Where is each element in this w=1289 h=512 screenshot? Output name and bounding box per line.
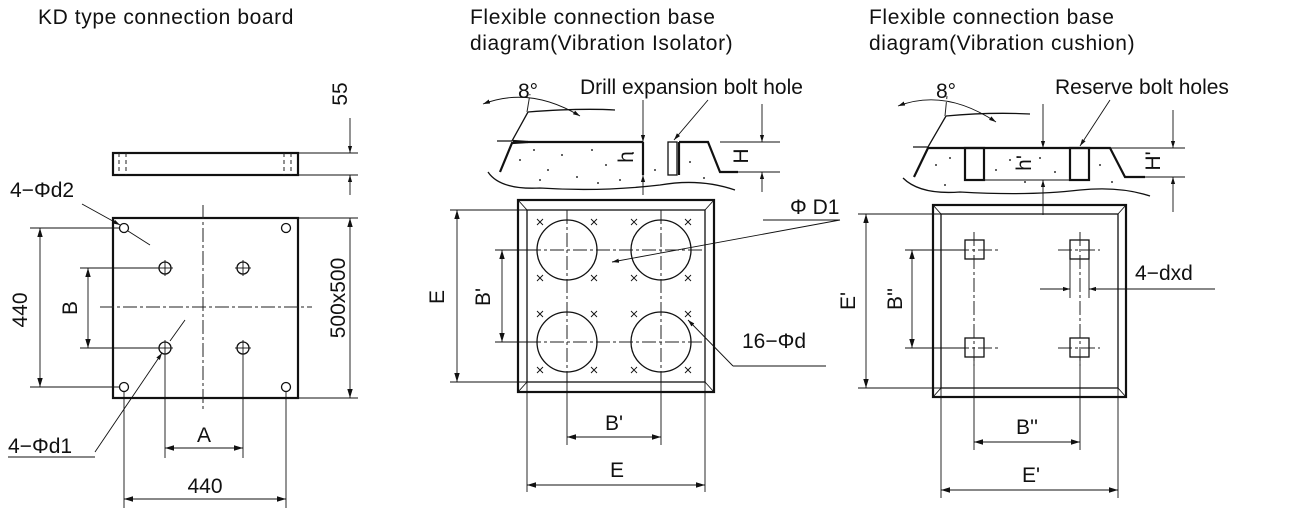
isolator-plan-view: Φ D1 16−Φd E B' B' E xyxy=(426,196,841,492)
isolator-H-dimension: H xyxy=(730,148,753,163)
kd-side-view: 55 xyxy=(111,82,358,195)
cushion-title-line1: Flexible connection base xyxy=(869,6,1115,29)
cushion-Bpp-side-dimension: B'' xyxy=(884,288,907,310)
isolator-E-side-dimension: E xyxy=(426,290,449,304)
isolator-title-line2: diagram(Vibration Isolator) xyxy=(470,32,733,55)
cushion-Ep-side-dimension: E' xyxy=(837,292,860,310)
cushion-holes-label: Reserve bolt holes xyxy=(1055,76,1229,99)
kd-label-d2: 4−Φd2 xyxy=(10,179,74,202)
isolator-D1-label: Φ D1 xyxy=(790,196,839,219)
cushion-panel: Flexible connection base diagram(Vibrati… xyxy=(837,6,1229,498)
kd-height-dimension: 440 xyxy=(9,292,32,327)
isolator-pad xyxy=(630,219,692,281)
isolator-16d-label: 16−Φd xyxy=(742,330,806,353)
kd-b-dimension: B xyxy=(59,301,82,315)
isolator-Bp-side-dimension: B' xyxy=(472,288,495,306)
isolator-section-view: 8° h H Drill expansion bolt hole xyxy=(482,76,803,195)
concrete-texture xyxy=(519,149,705,184)
corner-hole xyxy=(280,222,292,234)
concrete-texture xyxy=(935,157,1113,186)
kd-size-dimension: 500x500 xyxy=(327,258,350,339)
kd-thickness-dimension: 55 xyxy=(329,82,352,105)
cushion-section-view: 8° h' H' Reserve bolt holes xyxy=(897,76,1229,215)
kd-width-dimension: 440 xyxy=(187,475,222,498)
isolator-E-bottom-dimension: E xyxy=(610,459,624,482)
corner-hole xyxy=(118,381,130,393)
cushion-plan-view: 4−dxd E' B'' B'' E' xyxy=(837,203,1215,498)
isolator-Bp-bottom-dimension: B' xyxy=(605,412,623,435)
cushion-Ep-bottom-dimension: E' xyxy=(1022,464,1040,487)
cushion-Bpp-bottom-dimension: B'' xyxy=(1016,416,1038,439)
cushion-Hp-dimension: H' xyxy=(1142,151,1165,170)
kd-connection-board-panel: KD type connection board 55 xyxy=(8,6,358,508)
corner-hole xyxy=(118,222,130,234)
corner-hole xyxy=(280,381,292,393)
isolator-h-dimension: h xyxy=(615,151,638,163)
kd-a-dimension: A xyxy=(197,424,211,447)
isolator-hole-label: Drill expansion bolt hole xyxy=(580,76,803,99)
kd-title: KD type connection board xyxy=(38,6,294,29)
isolator-title-line1: Flexible connection base xyxy=(470,6,716,29)
isolator-panel: Flexible connection base diagram(Vibrati… xyxy=(426,6,841,492)
cushion-title-line2: diagram(Vibration cushion) xyxy=(869,32,1135,55)
cushion-hp-dimension: h' xyxy=(1013,155,1036,171)
kd-label-d1: 4−Φd1 xyxy=(8,435,72,458)
kd-plan-view xyxy=(100,205,312,410)
isolator-angle: 8° xyxy=(518,80,538,103)
cushion-dxd-label: 4−dxd xyxy=(1135,262,1193,285)
cushion-angle: 8° xyxy=(936,80,956,103)
